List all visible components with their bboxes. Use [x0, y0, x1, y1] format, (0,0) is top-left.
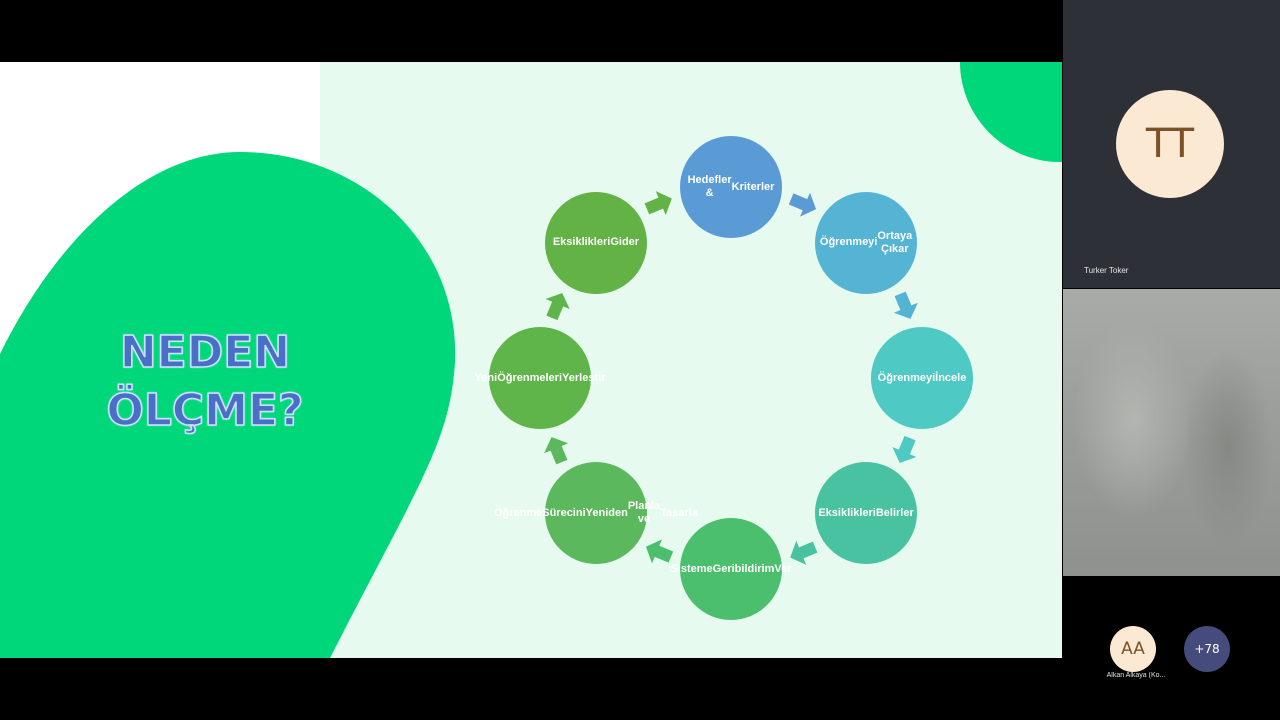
cycle-arrow: [642, 187, 677, 221]
cycle-node-label: Sisteme: [670, 563, 712, 576]
cycle-node-label: Sürecini: [542, 507, 585, 520]
cycle-node-label: Eksiklikleri: [553, 236, 611, 249]
cycle-arrow: [888, 289, 922, 324]
cycle-node-label: Yeni: [475, 372, 498, 385]
cycle-node-label: İncele: [935, 372, 966, 385]
cycle-node-label: Gider: [610, 236, 639, 249]
cycle-node-label: Belirler: [876, 507, 914, 520]
cycle-node-label: Kriterler: [732, 181, 775, 194]
cycle-node-label: Hedefler &: [688, 174, 732, 200]
cycle-node-label: Öğrenmeyi: [820, 236, 877, 249]
cycle-node: Hedefler &Kriterler: [680, 136, 782, 238]
cycle-node-label: Planla ve: [628, 500, 660, 526]
cycle-arrow: [540, 432, 574, 467]
cycle-node-label: Öğrenme: [494, 507, 542, 520]
participant-video-feed[interactable]: [1063, 289, 1280, 576]
cycle-node-label: Ortaya Çıkar: [877, 230, 912, 256]
speaker-name: Turker Toker: [1084, 266, 1128, 275]
attendee-avatar[interactable]: AA: [1110, 626, 1156, 672]
cycle-arrow: [540, 288, 574, 323]
attendee-name: Alkan Alkaya (Ko...: [1098, 672, 1174, 679]
cycle-node-label: Geribildirim: [713, 563, 775, 576]
cycle-node-label: Yerleştir: [562, 372, 605, 385]
cycle-node-label: Ver: [774, 563, 791, 576]
more-participants-button[interactable]: +78: [1184, 626, 1230, 672]
cycle-arrow: [786, 187, 821, 221]
speaker-avatar: TT: [1116, 90, 1224, 198]
cycle-node-label: Tasarla: [660, 507, 698, 520]
cycle-arrow: [888, 433, 922, 468]
cycle-node-label: Öğrenmeyi: [878, 372, 935, 385]
cycle-node-label: Yeniden: [586, 507, 628, 520]
cycle-node-label: Eksiklikleri: [818, 507, 876, 520]
cycle-node-label: Öğrenmeleri: [497, 372, 562, 385]
